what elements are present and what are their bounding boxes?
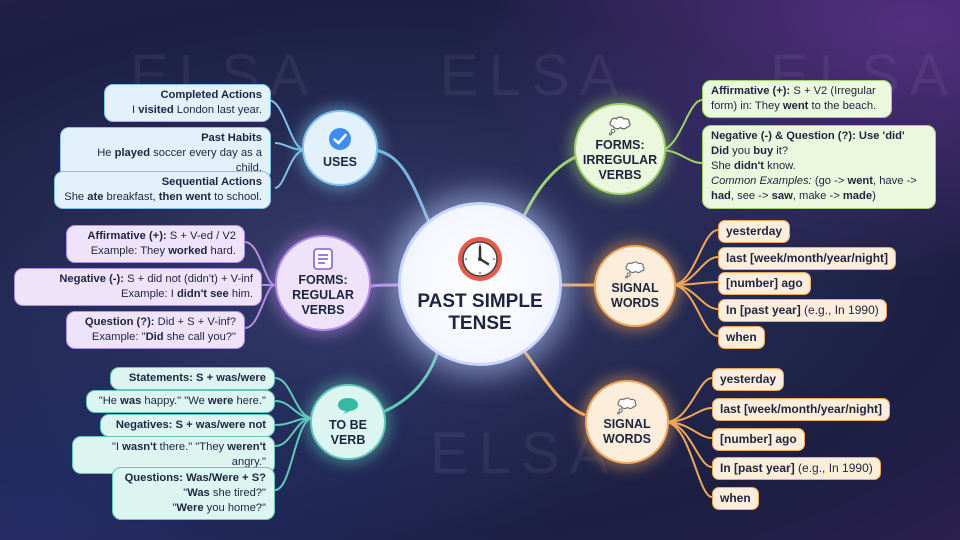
irregular-affirmative-box: Affirmative (+): S + V2 (Irregular form)… <box>702 80 892 119</box>
signal-word-chip: [number] ago <box>712 428 805 451</box>
forms-irregular-label-line3: VERBS <box>598 167 642 182</box>
signal-words-label-line1: SIGNAL <box>603 417 651 431</box>
to-be-statements-box: Statements: S + was/were <box>110 367 275 391</box>
regular-negative-example: Example: I didn't see him. <box>121 288 253 301</box>
to-be-questions-box: Questions: Was/Were + S? "Was she tired?… <box>112 467 275 521</box>
signal-words-node: SIGNAL WORDS <box>585 380 669 464</box>
forms-irregular-verbs-node: FORMS: IRREGULAR VERBS <box>574 103 666 195</box>
signal-words-node: SIGNAL WORDS <box>594 245 676 327</box>
signal-words-label-line2: WORDS <box>603 432 651 446</box>
irregular-negative-example: She didn't know. <box>711 160 796 173</box>
irregular-negative-question-box: Negative (-) & Question (?): Use 'did' D… <box>702 125 936 209</box>
clock-icon <box>458 237 502 281</box>
signal-word-chip: [number] ago <box>718 272 811 295</box>
use-item-example: She ate breakfast, then went to school. <box>64 191 262 204</box>
watermark-text: ELSA <box>430 421 619 486</box>
regular-question-example: Example: "Did she call you?" <box>91 331 236 344</box>
irregular-negative-example: Did you buy it? <box>711 145 789 158</box>
speech-bubble-icon <box>338 397 358 414</box>
regular-affirmative-rule: Affirmative (+): S + V-ed / V2 <box>87 230 236 242</box>
use-item-completed-actions: Completed Actions I visited London last … <box>104 84 271 123</box>
central-title-line2: TENSE <box>448 313 512 334</box>
irregular-common-examples: Common Examples: (go -> went, have -> <box>711 175 917 188</box>
to-be-label-line2: VERB <box>330 432 366 447</box>
to-be-question-example: "Were you home?" <box>172 502 266 515</box>
regular-negative-box: Negative (-): S + did not (didn't) + V-i… <box>14 268 262 307</box>
checkmark-icon <box>329 127 351 150</box>
regular-negative-rule: Negative (-): S + did not (didn't) + V-i… <box>59 273 253 285</box>
uses-label: USES <box>322 154 358 169</box>
use-item-title: Completed Actions <box>160 89 262 101</box>
regular-question-rule: Question (?): Did + S + V-inf? <box>84 316 236 328</box>
signal-words-label-line2: WORDS <box>611 296 659 310</box>
signal-word-chip: yesterday <box>712 368 785 391</box>
central-title-line1: PAST SIMPLE <box>417 291 543 312</box>
thought-bubble-icon <box>625 261 645 279</box>
regular-affirmative-example: Example: They worked hard. <box>90 245 236 258</box>
thought-bubble-icon <box>609 116 631 135</box>
signal-word-rest: (e.g., In 1990) <box>794 461 873 475</box>
to-be-question-example: "Was she tired?" <box>183 487 266 500</box>
to-be-verb-node: TO BE VERB <box>310 384 386 460</box>
to-be-negatives-box: Negatives: S + was/were not <box>100 414 275 438</box>
to-be-questions-rule: Questions: Was/Were + S? <box>124 472 266 484</box>
regular-question-box: Question (?): Did + S + V-inf? Example: … <box>66 311 245 350</box>
forms-irregular-label-line2: IRREGULAR <box>582 152 658 167</box>
forms-regular-verbs-node: FORMS: REGULAR VERBS <box>275 235 371 331</box>
signal-word-chip: In [past year] (e.g., In 1990) <box>718 299 887 322</box>
irregular-common-examples-cont: had, see -> saw, make -> made) <box>711 190 876 203</box>
regular-affirmative-box: Affirmative (+): S + V-ed / V2 Example: … <box>66 225 245 264</box>
thought-bubble-icon <box>617 397 637 415</box>
use-item-example: I visited London last year. <box>132 104 262 117</box>
forms-regular-label-line3: VERBS <box>301 303 345 317</box>
forms-regular-label-line2: REGULAR <box>292 288 354 302</box>
to-be-statements-example: "He was happy." "We were here." <box>86 390 275 414</box>
signal-word-chip: when <box>718 326 765 349</box>
checklist-icon <box>313 248 333 270</box>
watermark-text: ELSA <box>440 43 629 108</box>
to-be-label-line1: TO BE <box>329 417 367 432</box>
uses-node: USES <box>302 110 378 186</box>
signal-word-chip: last [week/month/year/night] <box>712 398 891 421</box>
signal-word-chip: when <box>712 487 759 510</box>
signal-word-chip: yesterday <box>718 220 791 243</box>
signal-word-chip: last [week/month/year/night] <box>718 247 897 270</box>
use-item-title: Past Habits <box>201 132 262 144</box>
irregular-negative-title: Negative (-) & Question (?): Use 'did' <box>711 130 905 142</box>
signal-word-chip: In [past year] (e.g., In 1990) <box>712 457 881 480</box>
forms-regular-label-line1: FORMS: <box>298 273 348 287</box>
signal-word-rest: (e.g., In 1990) <box>800 303 879 317</box>
forms-irregular-label-line1: FORMS: <box>595 137 645 152</box>
signal-word-bold: In [past year] <box>720 461 795 475</box>
central-topic-node: PAST SIMPLE TENSE <box>398 202 562 366</box>
use-item-title: Sequential Actions <box>161 176 262 188</box>
signal-word-bold: In [past year] <box>726 303 801 317</box>
signal-words-label-line1: SIGNAL <box>611 281 659 295</box>
use-item-sequential-actions: Sequential Actions She ate breakfast, th… <box>54 171 271 210</box>
